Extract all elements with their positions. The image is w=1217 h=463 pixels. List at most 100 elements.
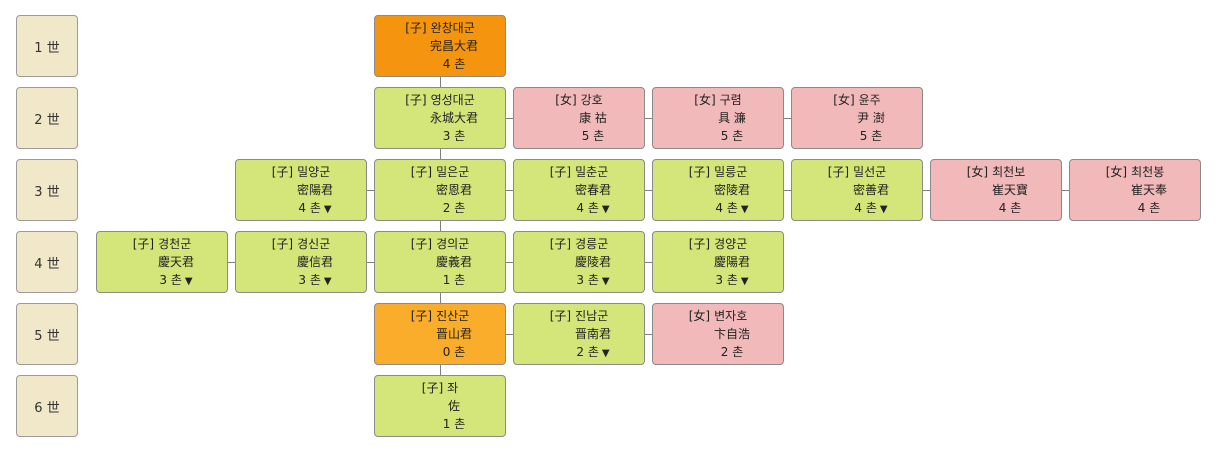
chon-value: 4 촌 [1137,201,1161,215]
relation-tag: [子] [271,237,294,251]
person-hanja: 佐 [447,399,460,413]
person-hanja: 慶義君 [435,255,472,269]
expand-arrow-icon[interactable]: ▼ [740,204,749,215]
chon-value: 4 촌 [298,201,321,215]
chon-degree: 4 촌 [1138,201,1161,215]
person-hanja: 密春君 [574,183,611,197]
person-hanja: 卞自浩 [713,327,750,341]
chon-degree: 4 촌▼ [576,201,609,215]
person-title: [子]밀춘군 [514,164,644,180]
chon-value: 2 촌 [442,201,466,215]
person-node[interactable]: [子]경양군 慶陽君 3 촌▼ [652,231,784,293]
relation-tag: [女] [555,93,577,107]
person-name: 최천봉 [1131,165,1165,179]
chon-value: 5 촌 [581,129,605,143]
person-hanja: 慶信君 [296,255,333,269]
relation-tag: [子] [688,165,711,179]
person-title: [子]밀양군 [236,164,366,180]
relation-tag: [子] [405,21,427,35]
connector-line [440,118,857,119]
chon-degree: 3 촌▼ [715,273,748,287]
chon-value: 2 촌 [576,345,599,359]
person-node[interactable]: [子]진남군 晋南君 2 촌▼ [513,303,645,365]
person-hanja: 慶陽君 [713,255,750,269]
person-node[interactable]: [子]밀춘군 密春君 4 촌▼ [513,159,645,221]
relation-tag: [子] [271,165,294,179]
person-title: [子]완창대군 [375,20,505,36]
person-title: [子]진남군 [514,308,644,324]
generation-label: 3 世 [16,159,78,221]
person-node[interactable]: [子]밀양군 密陽君 4 촌▼ [235,159,367,221]
expand-arrow-icon[interactable]: ▼ [323,276,332,287]
relation-tag: [子] [688,237,711,251]
person-title: [子]경릉군 [514,236,644,252]
expand-arrow-icon[interactable]: ▼ [879,204,888,215]
expand-arrow-icon[interactable]: ▼ [184,276,193,287]
person-node[interactable]: [子]좌 佐 1 촌 [374,375,506,437]
relation-tag: [子] [549,237,572,251]
person-hanja: 慶陵君 [574,255,611,269]
person-hanja: 完昌大君 [429,39,478,53]
expand-arrow-icon[interactable]: ▼ [740,276,749,287]
chon-degree: 0 촌 [443,345,466,359]
person-title: [女]윤주 [792,92,922,108]
person-name: 변자호 [714,309,748,323]
person-name: 밀춘군 [575,165,609,179]
chon-degree: 2 촌▼ [576,345,609,359]
person-node[interactable]: [子]경신군 慶信君 3 촌▼ [235,231,367,293]
chon-value: 4 촌 [715,201,738,215]
person-name: 강호 [580,93,603,107]
person-title: [子]좌 [375,380,505,396]
chon-degree: 3 촌▼ [159,273,192,287]
relation-tag: [女] [966,165,989,179]
generation-label: 5 世 [16,303,78,365]
relation-tag: [子] [549,309,572,323]
relation-tag: [子] [410,237,433,251]
chon-value: 3 촌 [298,273,321,287]
chon-degree: 4 촌▼ [298,201,331,215]
person-name: 경릉군 [575,237,609,251]
person-title: [女]최천봉 [1070,164,1200,180]
expand-arrow-icon[interactable]: ▼ [601,276,610,287]
person-hanja: 崔天奉 [1130,183,1167,197]
person-hanja: 密恩君 [435,183,472,197]
person-node[interactable]: [女]최천봉 崔天奉 4 촌 [1069,159,1201,221]
expand-arrow-icon[interactable]: ▼ [323,204,332,215]
relation-tag: [子] [132,237,155,251]
chon-degree: 3 촌 [443,129,466,143]
person-hanja: 具 濂 [718,111,746,125]
person-title: [子]경신군 [236,236,366,252]
generation-label: 2 世 [16,87,78,149]
generation-label: 1 世 [16,15,78,77]
person-hanja: 晋山君 [435,327,472,341]
chon-degree: 3 촌▼ [298,273,331,287]
person-name: 영성대군 [430,93,475,107]
expand-arrow-icon[interactable]: ▼ [601,348,610,359]
person-title: [女]최천보 [931,164,1061,180]
person-name: 완창대군 [430,21,475,35]
chon-degree: 4 촌 [999,201,1022,215]
generation-label: 4 世 [16,231,78,293]
person-hanja: 尹 澍 [857,111,885,125]
person-hanja: 晋南君 [574,327,611,341]
person-hanja: 密陽君 [296,183,333,197]
person-title: [子]경양군 [653,236,783,252]
chon-value: 1 촌 [442,417,466,431]
expand-arrow-icon[interactable]: ▼ [601,204,610,215]
relation-tag: [女] [833,93,855,107]
